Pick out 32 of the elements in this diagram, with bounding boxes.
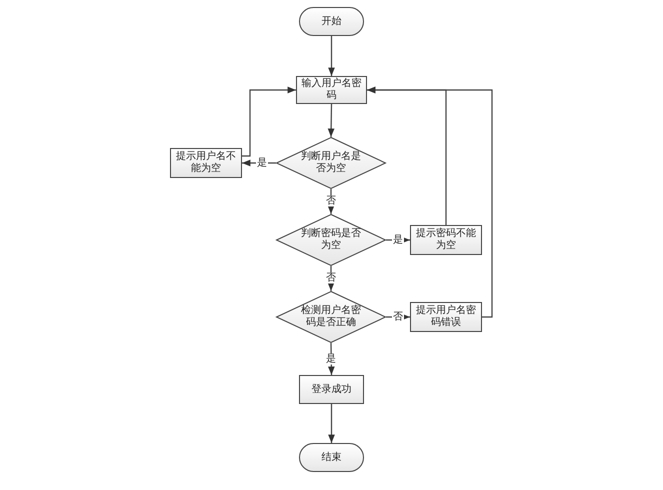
node-label: 提示用户名不能为空 (175, 151, 237, 175)
node-label: 登录成功 (312, 384, 352, 396)
process-box (299, 375, 364, 404)
terminal-shape (299, 7, 364, 36)
edge-label: 是 (392, 234, 404, 246)
edge-label: 否 (325, 196, 337, 206)
arrow (328, 404, 335, 443)
edge-label: 否 (325, 272, 337, 284)
process-box (410, 225, 482, 255)
node-label: 输入用户名密码 (300, 78, 362, 102)
arrow (328, 36, 335, 76)
arrow (367, 86, 493, 318)
node-label: 判断密码是否为空 (300, 228, 362, 252)
process-box (170, 148, 242, 178)
node-label: 判断用户名是否为空 (300, 151, 362, 175)
node-label: 检测用户名密码是否正确 (300, 305, 362, 329)
node-label: 结束 (322, 452, 342, 464)
arrow (328, 104, 334, 137)
terminal-shape (299, 443, 364, 472)
process-box (410, 302, 482, 332)
arrow (242, 160, 276, 166)
decision-diamond (276, 291, 386, 343)
node-label: 提示用户名密码错误 (415, 305, 477, 329)
node-label: 开始 (322, 16, 342, 28)
process-box (296, 76, 367, 104)
arrow (242, 86, 296, 157)
node-label: 提示密码不能为空 (415, 228, 477, 252)
decision-diamond (276, 137, 386, 189)
edge-label: 是 (256, 158, 268, 168)
decision-diamond (276, 214, 386, 266)
edge-label: 否 (392, 312, 404, 322)
edge-label: 是 (325, 354, 337, 364)
